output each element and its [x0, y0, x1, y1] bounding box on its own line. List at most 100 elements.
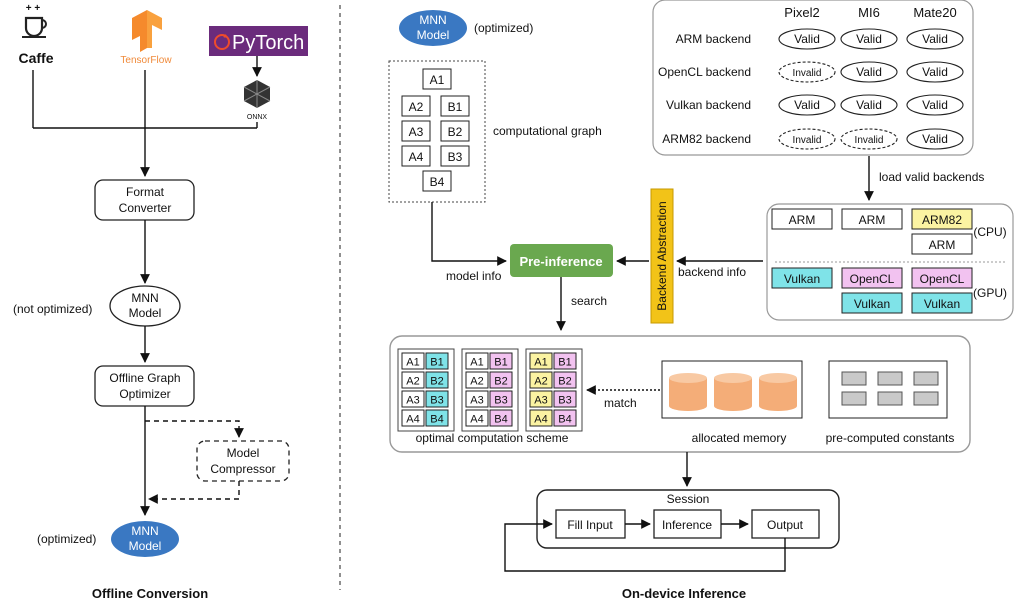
- validity-text: Valid: [794, 98, 820, 112]
- device-header: Mate20: [913, 5, 956, 20]
- svg-text:Fill Input: Fill Input: [567, 518, 613, 532]
- session-loop-arrow: [504, 519, 786, 572]
- validity-text: Valid: [922, 65, 948, 79]
- offline-conversion-title: Offline Conversion: [92, 586, 208, 601]
- validity-text: Invalid: [855, 135, 884, 146]
- computational-graph: A1 A2 B1 A3 B2 A4 B3 B4: [388, 60, 486, 203]
- svg-text:Model: Model: [129, 539, 162, 553]
- model-compressor-box: Model Compressor: [196, 440, 290, 482]
- pytorch-logo: PyTorch: [209, 26, 308, 56]
- scheme-cell: B4: [558, 414, 571, 426]
- backend-box-label: Vulkan: [784, 272, 820, 286]
- validity-badge: [840, 61, 898, 83]
- format-converter-box: Format Converter: [94, 179, 195, 221]
- validity-badge: [906, 28, 964, 50]
- svg-text:Format: Format: [126, 185, 165, 199]
- svg-text:Offline Graph: Offline Graph: [109, 371, 180, 385]
- graph-node: A1: [430, 73, 445, 87]
- backend-box: [841, 208, 903, 230]
- inference-box: [653, 509, 722, 539]
- search-label: search: [571, 294, 607, 308]
- scheme-cell: B3: [430, 395, 443, 407]
- svg-text:Compressor: Compressor: [210, 462, 275, 476]
- scheme-cell: B3: [558, 395, 571, 407]
- backend-name: OpenCL backend: [658, 65, 751, 79]
- svg-text:Inference: Inference: [662, 518, 712, 532]
- backend-abstraction-bar: Backend Abstraction: [650, 188, 674, 324]
- validity-badge: [778, 94, 836, 116]
- validity-text: Valid: [856, 65, 882, 79]
- tensorflow-logo: TensorFlow: [120, 10, 172, 66]
- memory-block-icon: [759, 373, 797, 411]
- validity-badge: [906, 128, 964, 150]
- constant-cell: [877, 391, 903, 406]
- precomputed-constants-label: pre-computed constants: [826, 431, 955, 445]
- scheme-cell: A2: [470, 376, 483, 388]
- output-box: [751, 509, 820, 539]
- scheme-cell: A3: [406, 395, 419, 407]
- caffe-logo: + + Caffe: [18, 3, 53, 66]
- mnn-model-optimized: MNN Model: [111, 521, 179, 557]
- scheme-cell: B1: [430, 357, 443, 369]
- backend-box: [911, 267, 973, 289]
- backend-box-label: OpenCL: [850, 272, 895, 286]
- scheme-cell: A4: [470, 414, 483, 426]
- backend-info-label: backend info: [678, 265, 746, 279]
- backend-box-label: OpenCL: [920, 272, 965, 286]
- scheme-cell: B2: [558, 376, 571, 388]
- backend-box: [771, 267, 833, 289]
- session-label: Session: [667, 492, 710, 506]
- backend-row: OpenCL backend Invalid Valid Valid: [658, 61, 964, 83]
- validity-text: Invalid: [793, 68, 822, 79]
- constant-cell: [841, 371, 867, 386]
- validity-badge: [778, 61, 836, 83]
- optimized-label-right: (optimized): [474, 21, 533, 35]
- match-label: match: [604, 396, 637, 410]
- validity-text: Valid: [856, 32, 882, 46]
- optimal-scheme-label: optimal computation scheme: [416, 431, 569, 445]
- device-header: MI6: [858, 5, 880, 20]
- svg-text:MNN: MNN: [131, 524, 158, 538]
- svg-text:Model: Model: [129, 306, 162, 320]
- not-optimized-label: (not optimized): [13, 302, 92, 316]
- pytorch-badge: [209, 26, 308, 56]
- allocated-memory-label: allocated memory: [692, 431, 787, 445]
- graph-node: A3: [409, 125, 424, 139]
- cpu-label: (CPU): [973, 225, 1006, 239]
- svg-text:Converter: Converter: [119, 201, 172, 215]
- backend-box: [911, 208, 973, 230]
- pytorch-label: PyTorch: [232, 32, 304, 54]
- scheme-cell: A1: [470, 357, 483, 369]
- backend-box-label: ARM82: [922, 213, 962, 227]
- validity-badge: [778, 128, 836, 150]
- backend-name: ARM backend: [676, 32, 751, 46]
- validity-badge: [906, 94, 964, 116]
- precomputed-constants: [828, 360, 948, 419]
- backend-box: [911, 233, 973, 255]
- validity-text: Valid: [922, 98, 948, 112]
- tensorflow-icon: [132, 10, 147, 52]
- svg-text:Backend Abstraction: Backend Abstraction: [655, 201, 669, 310]
- scheme-cell: B3: [494, 395, 507, 407]
- mnn-model-input: MNN Model: [399, 10, 467, 46]
- scheme-cell: B2: [430, 376, 443, 388]
- scheme-cell: A1: [534, 357, 547, 369]
- backend-box: [911, 292, 973, 314]
- caffe-label: Caffe: [18, 50, 53, 66]
- scheme-cell: B4: [430, 414, 443, 426]
- backend-box: [841, 267, 903, 289]
- memory-block-icon: [669, 373, 707, 411]
- optimized-label-left: (optimized): [37, 532, 96, 546]
- graph-node: A4: [409, 150, 424, 164]
- allocated-memory: [661, 360, 803, 419]
- onnx-label: ONNX: [247, 114, 268, 121]
- device-header: Pixel2: [784, 5, 819, 20]
- scheme-cell: B2: [494, 376, 507, 388]
- validity-badge: [840, 28, 898, 50]
